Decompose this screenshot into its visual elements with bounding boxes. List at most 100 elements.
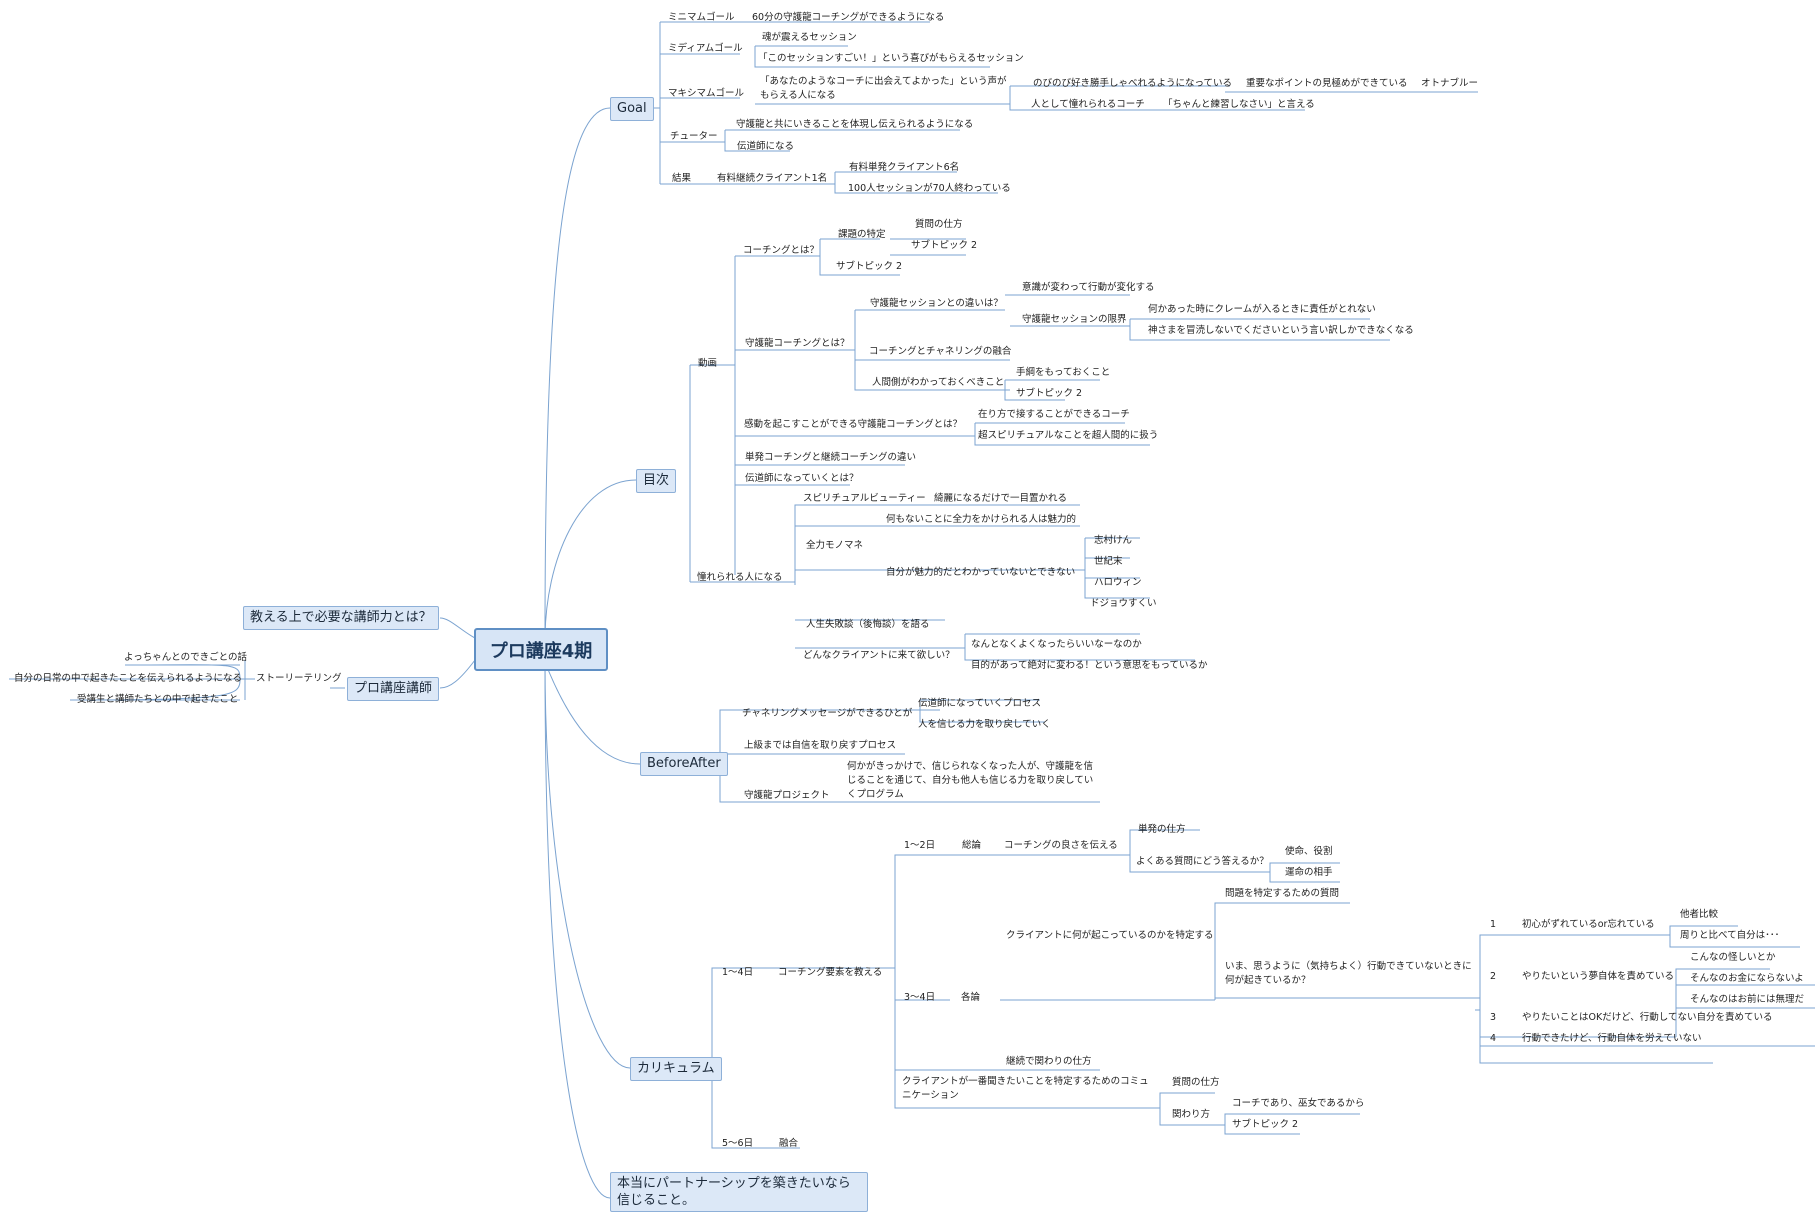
limit[interactable]: 守護龍セッションの限界 — [1022, 314, 1127, 325]
limit-item[interactable]: 神さまを冒涜しないでくださいという言い訳しかできなくなる — [1148, 325, 1414, 336]
maximum-goal-item[interactable]: 「あなたのようなコーチに出会えてよかった」という声がもらえる人になる — [760, 76, 1007, 101]
continuous-way[interactable]: 継続で関わりの仕方 — [1006, 1056, 1092, 1067]
moving-item[interactable]: 超スピリチュアルなことを超人間的に扱う — [978, 430, 1159, 441]
subtopic[interactable]: サブトピック 2 — [911, 240, 978, 251]
reason-1-item[interactable]: 他者比較 — [1680, 909, 1719, 920]
human-side[interactable]: 人間側がわかっておくべきこと — [872, 377, 1005, 388]
key-points[interactable]: 重要なポイントの見極めができている — [1246, 78, 1408, 89]
result-sub[interactable]: 100人セッションが70人終わっている — [848, 183, 1011, 194]
advanced-process[interactable]: 上級までは自信を取り戻すプロセス — [744, 740, 897, 751]
subtopic[interactable]: サブトピック 2 — [1016, 388, 1083, 399]
channeling[interactable]: チャネリングメッセージができるひとが — [742, 708, 913, 719]
tutor-item[interactable]: 伝道師になる — [737, 141, 795, 152]
faq-item[interactable]: 運命の相手 — [1285, 867, 1333, 878]
admired-node[interactable]: 憧れられる人になる — [697, 572, 783, 583]
curriculum-topic[interactable]: カリキュラム — [630, 1057, 722, 1081]
reason-2-item[interactable]: そんなのはお前には無理だ — [1690, 994, 1805, 1005]
admired-coach[interactable]: 人として憧れられるコーチ — [1031, 99, 1145, 110]
minimum-goal[interactable]: ミニマムゴール — [668, 12, 735, 23]
reason-number[interactable]: 3 — [1490, 1012, 1497, 1023]
example-item[interactable]: 世紀末 — [1094, 556, 1123, 567]
convey-goodness[interactable]: コーチングの良さを伝える — [1004, 840, 1118, 851]
integration[interactable]: 融合 — [779, 1138, 799, 1149]
before-after-topic[interactable]: BeforeAfter — [640, 752, 728, 776]
reason-1[interactable]: 初心がずれているor忘れている — [1522, 919, 1655, 930]
result-item[interactable]: 有料継続クライアント1名 — [717, 173, 828, 184]
faq-item[interactable]: 使命、役割 — [1285, 846, 1333, 857]
days-3-4[interactable]: 3〜4日 — [904, 992, 936, 1003]
instructor-topic[interactable]: プロ講座講師 — [347, 677, 440, 701]
what-guardian[interactable]: 守護龍コーチングとは？ — [745, 338, 850, 349]
client-item[interactable]: なんとなくよくなったらいいなーなのか — [971, 639, 1142, 650]
identify-client[interactable]: クライアントに何が起こっているのかを特定する — [1006, 930, 1214, 941]
evangelist[interactable]: 伝道師になっていくとは？ — [745, 473, 859, 484]
story-item[interactable]: 自分の日常の中で起きたことを伝えられるようになる — [14, 673, 243, 684]
goal-topic[interactable]: Goal — [610, 97, 654, 121]
awareness[interactable]: 意識が変わって行動が変化する — [1022, 282, 1155, 293]
full-imitation[interactable]: 全力モノマネ — [806, 540, 864, 551]
freely-talk[interactable]: のびのび好き勝手しゃべれるようになっている — [1033, 78, 1233, 89]
question-way[interactable]: 質問の仕方 — [1172, 1077, 1220, 1088]
example-item[interactable]: ドジョウすくい — [1090, 598, 1157, 609]
cant-do[interactable]: 自分が魅力的だとわかっていないとできない — [886, 567, 1076, 578]
reason-number[interactable]: 2 — [1490, 971, 1497, 982]
limit-item[interactable]: 何かあった時にクレームが入るときに責任がとれない — [1148, 304, 1376, 315]
client-wish[interactable]: どんなクライアントに来て欲しい？ — [803, 650, 955, 661]
story-item[interactable]: よっちゃんとのできごとの話 — [124, 652, 248, 663]
tutor-item[interactable]: 守護龍と共にいきることを体現し伝えられるようになる — [736, 119, 974, 130]
single-cont[interactable]: 単発コーチングと継続コーチングの違い — [745, 452, 917, 463]
days-1-4[interactable]: 1〜4日 — [722, 967, 754, 978]
subtopic[interactable]: サブトピック 2 — [1232, 1119, 1299, 1130]
client-item[interactable]: 目的があって絶対に変わる！という意思をもっているか — [971, 660, 1208, 671]
fusion[interactable]: コーチングとチャネリングの融合 — [869, 346, 1012, 357]
project-desc[interactable]: 何かがきっかけで、信じられなくなった人が、守護龍を信じることを通じて、自分も他人… — [847, 761, 1094, 800]
how-to-ask[interactable]: 質問の仕方 — [915, 219, 963, 230]
medium-goal-item[interactable]: 魂が震えるセッション — [762, 32, 857, 43]
subtopic[interactable]: サブトピック 2 — [836, 261, 903, 272]
what-coaching[interactable]: コーチングとは？ — [743, 245, 820, 256]
auto-blue[interactable]: オトナブルー — [1421, 78, 1479, 89]
guardian-project[interactable]: 守護龍プロジェクト — [744, 790, 830, 801]
video-node[interactable]: 動画 — [698, 358, 718, 369]
moving-item[interactable]: 在り方で接することができるコーチ — [978, 409, 1130, 420]
minimum-goal-item[interactable]: 60分の守護龍コーチングができるようになる — [752, 12, 945, 23]
involvement[interactable]: 関わり方 — [1172, 1109, 1211, 1120]
single-way[interactable]: 単発の仕方 — [1138, 824, 1186, 835]
faq[interactable]: よくある質問にどう答えるか？ — [1136, 856, 1269, 867]
identify-question[interactable]: 問題を特定するための質問 — [1225, 888, 1340, 899]
coach-shaman[interactable]: コーチであり、巫女であるから — [1232, 1098, 1365, 1109]
spiritual-beauty[interactable]: スピリチュアルビューティー — [803, 493, 926, 504]
reason-number[interactable]: 1 — [1490, 919, 1497, 930]
general-theory[interactable]: 総論 — [962, 840, 982, 851]
teaching-topic[interactable]: 教える上で必要な講師力とは？ — [243, 606, 439, 630]
story-item[interactable]: 受講生と講師たちとの中で起きたこと — [77, 694, 239, 705]
partnership-topic[interactable]: 本当にパートナーシップを築きたいなら信じること。 — [610, 1172, 868, 1212]
reason-1-item[interactable]: 周りと比べて自分は･･･ — [1680, 930, 1780, 941]
medium-goal[interactable]: ミディアムゴール — [668, 43, 743, 54]
cant-act[interactable]: いま、思うように（気持ちよく）行動できていないときに何が起きているか？ — [1225, 961, 1472, 986]
example-item[interactable]: 志村けん — [1094, 535, 1133, 546]
practice-say[interactable]: 「ちゃんと練習しなさい」と言える — [1163, 99, 1315, 110]
toc-topic[interactable]: 目次 — [636, 469, 677, 493]
beauty-item[interactable]: 綺麗になるだけで一目置かれる — [934, 493, 1068, 504]
guide-rein[interactable]: 手綱をもっておくこと — [1016, 367, 1111, 378]
result-node[interactable]: 結果 — [672, 173, 692, 184]
reason-3[interactable]: やりたいことはOKだけど、行動してない自分を責めている — [1522, 1012, 1773, 1023]
reason-4[interactable]: 行動できたけど、行動自体を労えていない — [1522, 1033, 1702, 1044]
charm[interactable]: 何もないことに全力をかけられる人は魅力的 — [886, 514, 1077, 525]
failure-story[interactable]: 人生失敗談（後悔談）を語る — [806, 619, 930, 630]
diff-session[interactable]: 守護龍セッションとの違いは？ — [870, 298, 1003, 309]
example-item[interactable]: ハロウィン — [1094, 577, 1142, 588]
result-sub[interactable]: 有料単発クライアント6名 — [849, 162, 960, 173]
channeling-item[interactable]: 伝道師になっていくプロセス — [918, 698, 1042, 709]
moving-coaching[interactable]: 感動を起こすことができる守護龍コーチングとは？ — [744, 419, 963, 430]
teach-elements[interactable]: コーチング要素を教える — [778, 967, 883, 978]
reason-2[interactable]: やりたいという夢自体を責めている — [1522, 971, 1675, 982]
days-1-2[interactable]: 1〜2日 — [904, 840, 936, 851]
reason-2-item[interactable]: そんなのお金にならないよ — [1690, 973, 1804, 984]
tutor-node[interactable]: チューター — [670, 131, 718, 142]
reason-2-item[interactable]: こんなの怪しいとか — [1690, 952, 1776, 963]
specific-theory[interactable]: 各論 — [961, 992, 981, 1003]
channeling-item[interactable]: 人を信じる力を取り戻していく — [918, 719, 1051, 730]
central-topic[interactable]: プロ講座4期 — [474, 628, 608, 671]
